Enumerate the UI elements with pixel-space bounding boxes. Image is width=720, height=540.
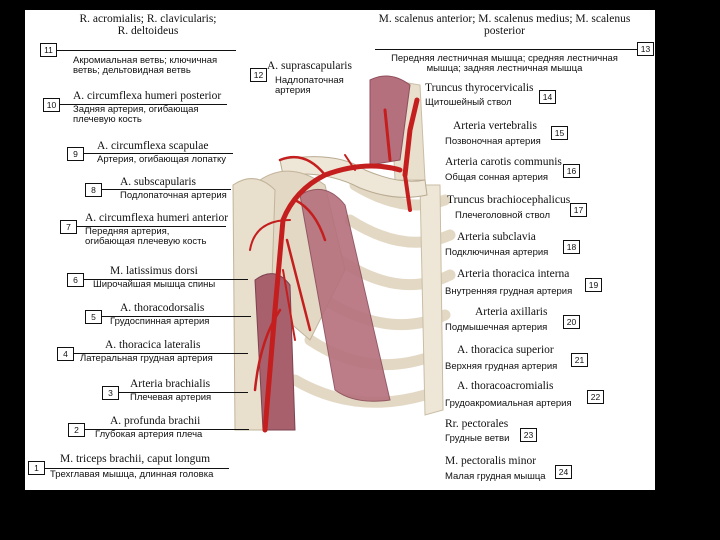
label-russian-8: Подлопаточная артерия bbox=[120, 190, 227, 201]
label-russian-15: Позвоночная артерия bbox=[445, 136, 541, 147]
scalene-muscles bbox=[369, 75, 411, 166]
label-latin-13: M. scalenus anterior; M. scalenus medius… bbox=[378, 13, 631, 38]
label-number-17: 17 bbox=[570, 203, 587, 217]
leader-9 bbox=[83, 153, 233, 154]
label-russian-20: Подмышечная артерия bbox=[445, 322, 548, 333]
label-russian-18: Подключичная артерия bbox=[445, 247, 549, 258]
leader-6 bbox=[83, 279, 248, 280]
label-russian-14: Щитошейный ствол bbox=[425, 97, 512, 108]
label-russian-16: Общая сонная артерия bbox=[445, 172, 549, 183]
label-latin-14: Truncus thyrocervicalis bbox=[425, 82, 534, 94]
label-latin-7: A. circumflexa humeri anterior bbox=[85, 212, 229, 224]
leader-4 bbox=[73, 353, 248, 354]
label-number-24: 24 bbox=[555, 465, 572, 479]
arterial-tree bbox=[249, 97, 420, 433]
label-russian-3: Плечевая артерия bbox=[130, 392, 212, 403]
label-number-18: 18 bbox=[563, 240, 580, 254]
label-russian-21: Верхняя грудная артерия bbox=[445, 361, 558, 372]
label-latin-1: M. triceps brachii, caput longum bbox=[60, 453, 211, 465]
label-number-3: 3 bbox=[102, 386, 119, 400]
label-number-23: 23 bbox=[520, 428, 537, 442]
label-number-12: 12 bbox=[250, 68, 267, 82]
label-number-15: 15 bbox=[551, 126, 568, 140]
label-latin-24: M. pectoralis minor bbox=[445, 455, 537, 467]
label-latin-2: A. profunda brachii bbox=[110, 415, 201, 427]
label-russian-22: Грудоакромиальная артерия bbox=[445, 398, 572, 409]
label-latin-18: Arteria subclavia bbox=[457, 231, 536, 243]
label-number-14: 14 bbox=[539, 90, 556, 104]
label-latin-12: A. suprascapularis bbox=[267, 60, 352, 72]
label-russian-5: Грудоспинная артерия bbox=[110, 316, 210, 327]
label-russian-17: Плечеголовной ствол bbox=[455, 210, 551, 221]
leader-2 bbox=[84, 429, 249, 430]
leader-13 bbox=[375, 49, 637, 50]
label-russian-19: Внутренняя грудная артерия bbox=[445, 286, 573, 297]
label-latin-3: Arteria brachialis bbox=[130, 378, 211, 390]
label-russian-23: Грудные ветви bbox=[445, 433, 510, 444]
label-latin-4: A. thoracica lateralis bbox=[105, 339, 201, 351]
anatomy-illustration bbox=[232, 75, 456, 433]
leader-8 bbox=[101, 189, 231, 190]
label-number-7: 7 bbox=[60, 220, 77, 234]
label-latin-16: Arteria carotis communis bbox=[445, 156, 562, 168]
label-number-19: 19 bbox=[585, 278, 602, 292]
label-latin-19: Arteria thoracica interna bbox=[457, 268, 570, 280]
label-russian-9: Артерия, огибающая лопатку bbox=[97, 154, 227, 165]
label-latin-10: A. circumflexa humeri posterior bbox=[73, 90, 222, 102]
label-latin-17: Truncus brachiocephalicus bbox=[447, 194, 571, 206]
label-number-4: 4 bbox=[57, 347, 74, 361]
label-russian-7: Передняя артерия, огибающая плечевую кос… bbox=[85, 226, 207, 247]
anatomy-plate: 11 R. acromialis; R. clavicularis; R. de… bbox=[25, 10, 655, 490]
leader-1 bbox=[44, 468, 229, 469]
label-number-6: 6 bbox=[67, 273, 84, 287]
leader-3 bbox=[118, 392, 248, 393]
label-number-22: 22 bbox=[587, 390, 604, 404]
label-latin-11: R. acromialis; R. clavicularis; R. delto… bbox=[79, 13, 217, 38]
label-number-9: 9 bbox=[67, 147, 84, 161]
leader-7 bbox=[76, 226, 226, 227]
label-latin-8: A. subscapularis bbox=[120, 176, 197, 188]
pectoralis-minor-muscle bbox=[299, 188, 391, 402]
leader-11 bbox=[56, 50, 236, 51]
label-number-20: 20 bbox=[563, 315, 580, 329]
label-number-21: 21 bbox=[571, 353, 588, 367]
label-latin-6: M. latissimus dorsi bbox=[110, 265, 198, 277]
label-russian-4: Латеральная грудная артерия bbox=[80, 353, 213, 364]
label-number-13: 13 bbox=[637, 42, 654, 56]
label-number-1: 1 bbox=[28, 461, 45, 475]
label-latin-21: A. thoracica superior bbox=[457, 344, 554, 356]
leader-5 bbox=[101, 316, 251, 317]
label-russian-13: Передняя лестничная мышца; средняя лестн… bbox=[391, 53, 618, 74]
label-russian-24: Малая грудная мышца bbox=[445, 471, 546, 482]
label-number-2: 2 bbox=[68, 423, 85, 437]
label-latin-20: Arteria axillaris bbox=[475, 306, 548, 318]
label-number-16: 16 bbox=[563, 164, 580, 178]
label-latin-9: A. circumflexa scapulae bbox=[97, 140, 209, 152]
label-russian-1: Трехглавая мышца, длинная головка bbox=[50, 469, 214, 480]
leader-10 bbox=[59, 104, 227, 105]
label-russian-10: Задняя артерия, огибающая плечевую кость bbox=[73, 104, 199, 125]
label-russian-11: Акромиальная ветвь; ключичная ветвь; дел… bbox=[73, 55, 218, 76]
label-number-11: 11 bbox=[40, 43, 57, 57]
label-russian-12: Надлопаточная артерия bbox=[275, 75, 344, 96]
label-russian-2: Глубокая артерия плеча bbox=[95, 429, 203, 440]
label-latin-22: A. thoracoacromialis bbox=[457, 380, 554, 392]
label-number-8: 8 bbox=[85, 183, 102, 197]
label-number-10: 10 bbox=[43, 98, 60, 112]
label-number-5: 5 bbox=[85, 310, 102, 324]
label-latin-5: A. thoracodorsalis bbox=[120, 302, 205, 314]
sternum bbox=[419, 184, 444, 416]
label-latin-23: Rr. pectorales bbox=[445, 418, 509, 430]
label-russian-6: Широчайшая мышца спины bbox=[93, 279, 216, 290]
label-latin-15: Arteria vertebralis bbox=[453, 120, 537, 132]
